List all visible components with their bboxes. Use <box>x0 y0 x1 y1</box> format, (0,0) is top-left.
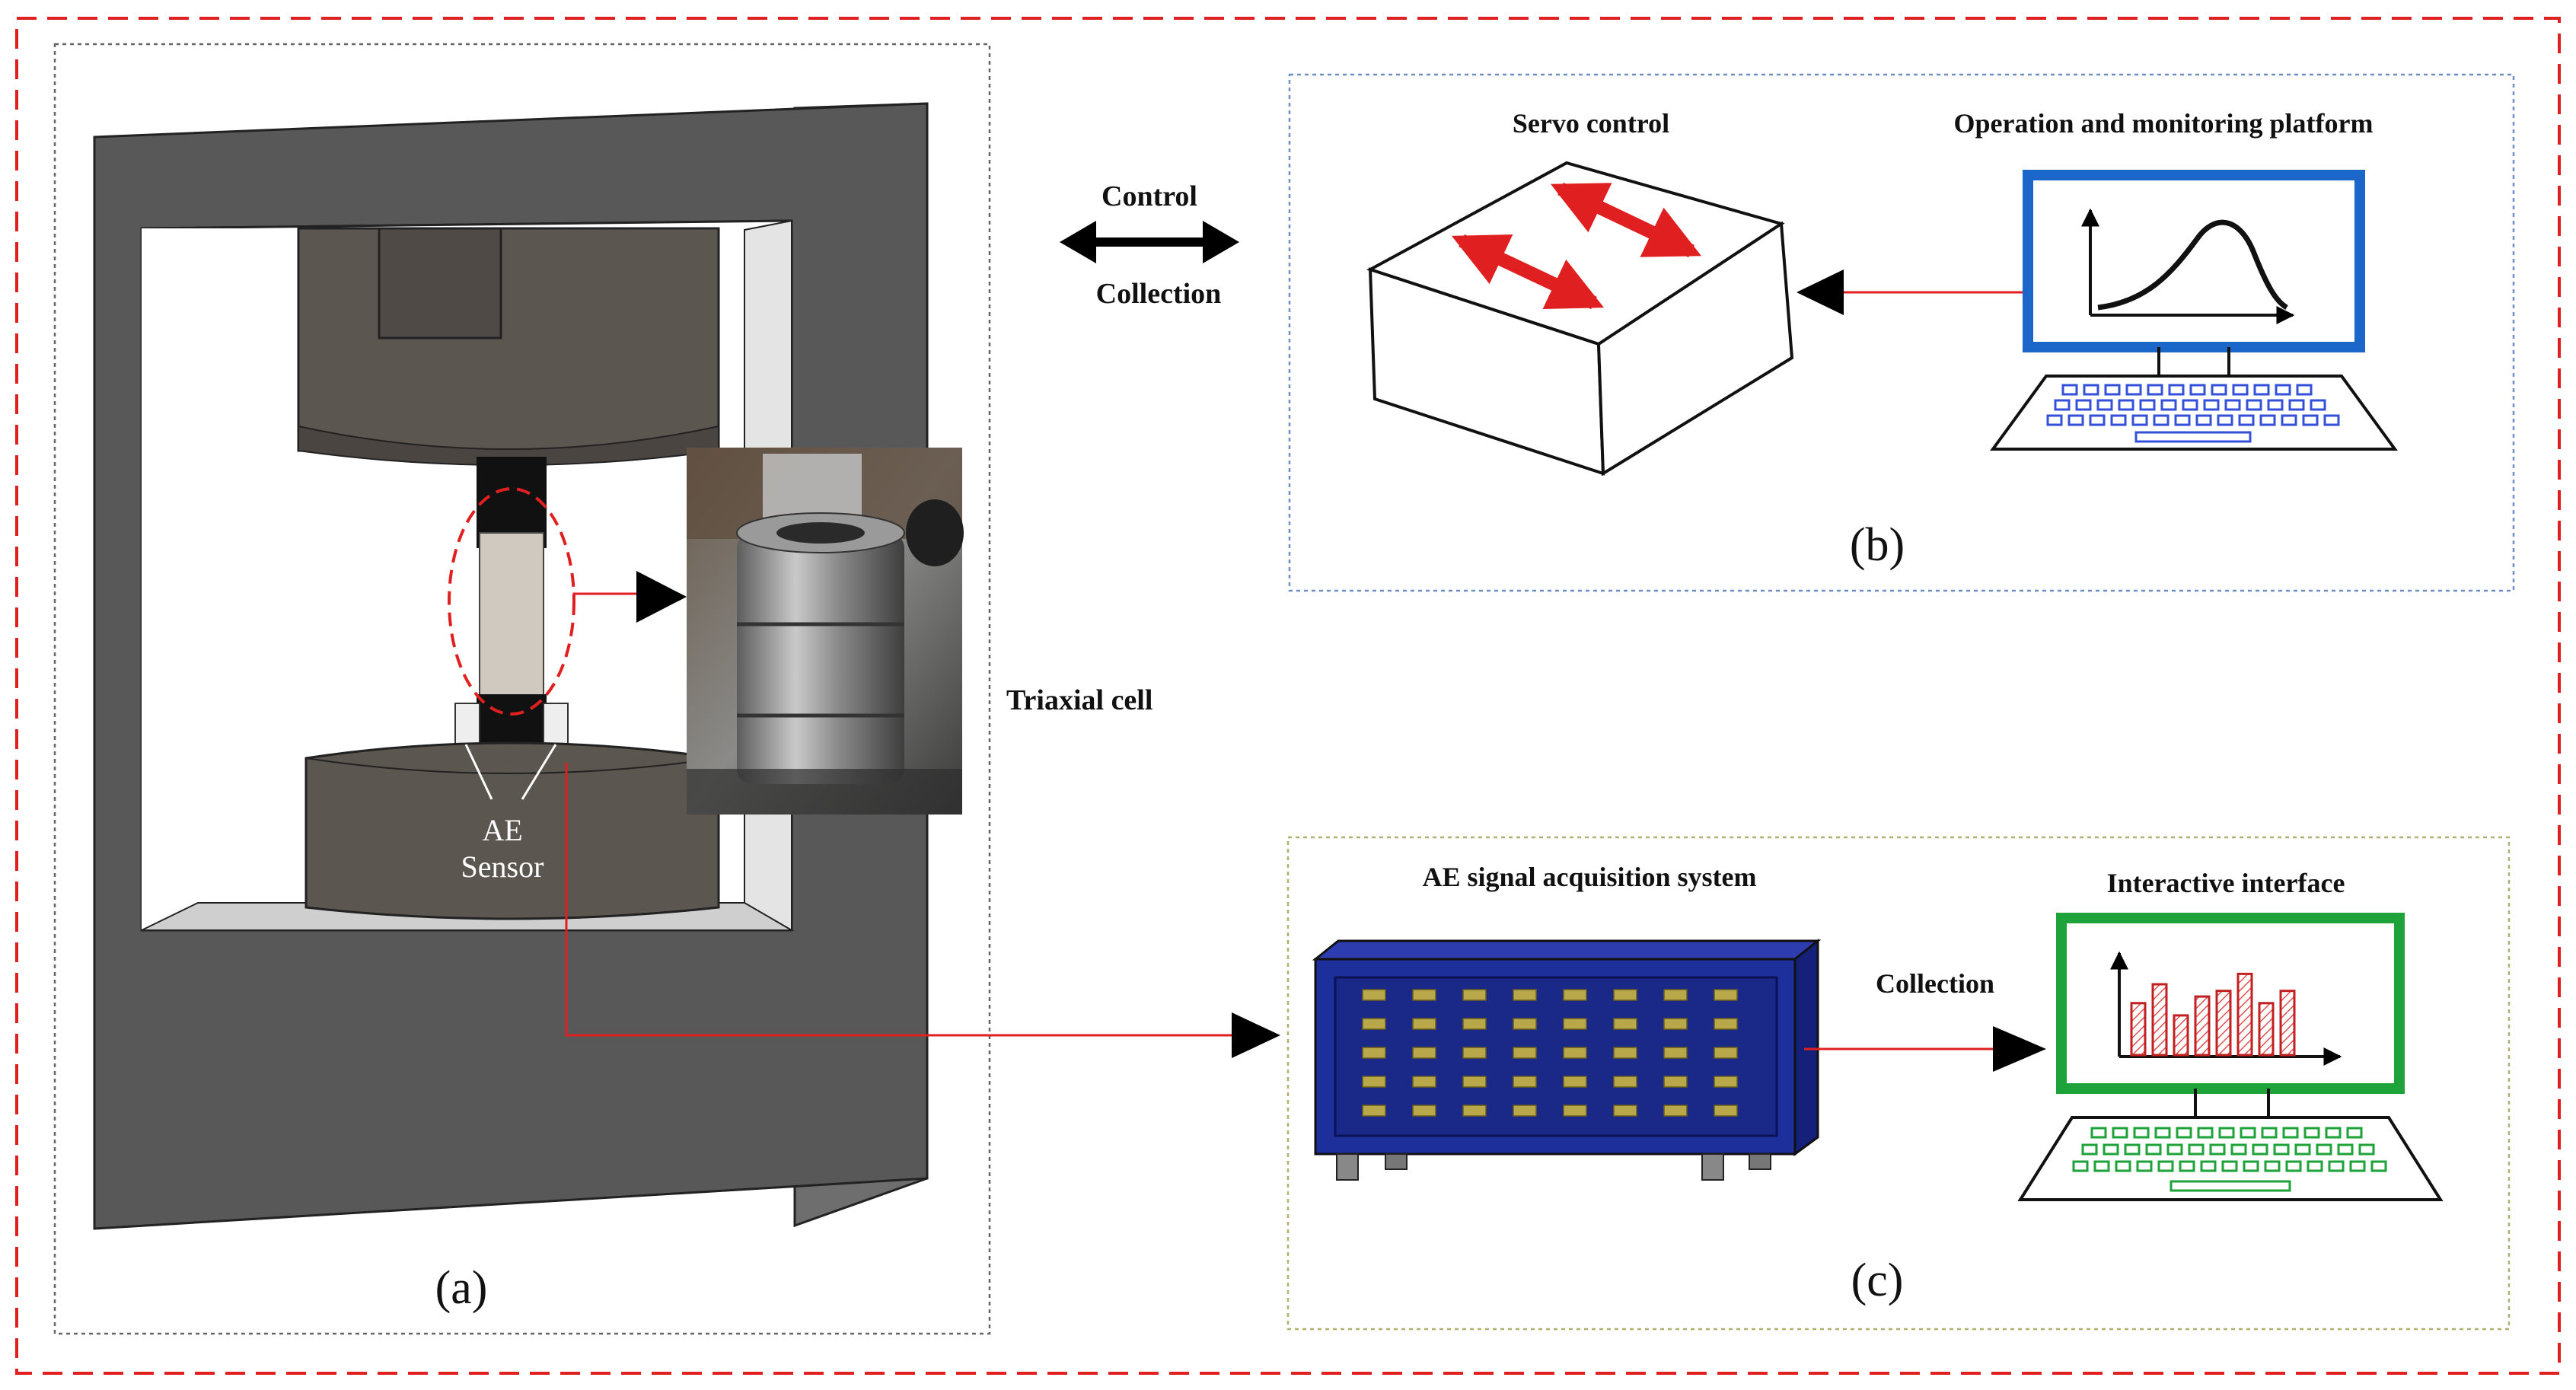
led-indicator <box>1462 1018 1487 1030</box>
panel-c: AE signal acquisition system Interactive… <box>1286 836 2511 1331</box>
led-indicator <box>1714 1018 1738 1030</box>
collection-label-c: Collection <box>1876 968 1994 999</box>
panel-a: AE Sensor Triaxial cell (a) <box>53 43 1153 1335</box>
panel-b: Servo control Operation and monitoring p… <box>1288 73 2515 592</box>
ae-sensor-right <box>543 703 569 745</box>
servo-control-label: Servo control <box>1513 108 1669 139</box>
led-indicator <box>1462 989 1487 1001</box>
led-indicator <box>1513 1047 1537 1059</box>
led-indicator <box>1613 1076 1637 1088</box>
keyboard-blue <box>1990 375 2398 451</box>
monitor-bar <box>2151 983 2168 1057</box>
led-indicator <box>1563 1076 1587 1088</box>
led-indicator <box>1663 1105 1688 1117</box>
led-indicator <box>1513 1018 1537 1030</box>
collection-arrowhead-c <box>1993 1026 2046 1072</box>
ae-sensor-left <box>454 703 480 745</box>
led-indicator <box>1412 1047 1436 1059</box>
led-indicator <box>1613 1018 1637 1030</box>
upper-platen-block <box>378 227 502 340</box>
led-indicator <box>1663 989 1688 1001</box>
control-collection-link: Control Collection <box>1060 180 1239 310</box>
sensor-leader-right <box>521 744 557 800</box>
keyboard-green <box>2017 1116 2444 1201</box>
servo-control-box <box>1366 161 1794 477</box>
led-indicator <box>1462 1047 1487 1059</box>
monitor-bar <box>2173 1014 2189 1057</box>
monitor-blue <box>2023 170 2365 352</box>
ae-sensor-label-line2: Sensor <box>461 850 544 884</box>
rock-specimen <box>479 532 544 700</box>
acquisition-system-label: AE signal acquisition system <box>1422 862 1756 892</box>
command-arrowhead <box>1797 269 1844 315</box>
zoom-arrowhead <box>636 571 687 623</box>
led-indicator <box>1613 989 1637 1001</box>
panel-c-border <box>1286 836 2511 1331</box>
upper-platen <box>297 227 720 452</box>
monitor-bar <box>2279 990 2296 1057</box>
panel-a-caption: (a) <box>435 1262 488 1314</box>
led-indicator <box>1663 1018 1688 1030</box>
led-indicator <box>1714 1105 1738 1117</box>
led-indicator <box>1362 1018 1386 1030</box>
led-indicator <box>1412 1105 1436 1117</box>
led-indicator <box>1362 989 1386 1001</box>
interactive-computer <box>2017 913 2444 1201</box>
led-indicator <box>1513 1105 1537 1117</box>
panel-a-border <box>53 43 991 1335</box>
sensor-leader-left <box>464 744 493 800</box>
led-indicator <box>1362 1047 1386 1059</box>
ae-acquisition-device <box>1312 938 1822 1181</box>
led-indicator <box>1714 1076 1738 1088</box>
led-indicator <box>1613 1105 1637 1117</box>
led-indicator <box>1513 989 1537 1001</box>
collection-label-top: Collection <box>1096 278 1222 310</box>
panel-b-border <box>1288 73 2515 592</box>
led-indicator <box>1362 1105 1386 1117</box>
led-indicator <box>1613 1047 1637 1059</box>
led-indicator <box>1362 1076 1386 1088</box>
servo-arrow-2 <box>1551 182 1701 258</box>
specimen-photo <box>687 448 964 815</box>
led-indicator <box>1513 1076 1537 1088</box>
ae-sensor-label-line1: AE <box>482 813 522 847</box>
signal-arrowhead-acquisition <box>1232 1012 1280 1058</box>
lower-platen <box>304 741 720 920</box>
led-indicator <box>1663 1076 1688 1088</box>
bell-curve <box>2097 219 2288 311</box>
press-inner-left <box>142 228 288 930</box>
monitor-bar <box>2130 1002 2147 1057</box>
led-indicator <box>1714 1047 1738 1059</box>
led-indicator <box>1462 1105 1487 1117</box>
monitor-bar <box>2236 972 2253 1057</box>
led-indicator <box>1563 1105 1587 1117</box>
monitor-bar <box>2215 990 2232 1057</box>
control-label: Control <box>1101 180 1197 212</box>
interactive-interface-label: Interactive interface <box>2107 868 2345 898</box>
signal-line-to-acquisition <box>565 763 1232 1037</box>
zoom-connector <box>572 592 647 601</box>
led-indicator <box>1714 989 1738 1001</box>
led-indicator <box>1563 989 1587 1001</box>
led-indicator <box>1663 1047 1688 1059</box>
triaxial-cell-label: Triaxial cell <box>1006 684 1153 716</box>
monitor-bar <box>2194 995 2211 1057</box>
servo-arrow-1 <box>1451 234 1605 310</box>
monitoring-platform-label: Operation and monitoring platform <box>1953 108 2373 139</box>
panel-b-caption: (b) <box>1850 519 1905 571</box>
led-indicator <box>1412 989 1436 1001</box>
led-indicator <box>1412 1076 1436 1088</box>
monitor-bar <box>2258 1002 2275 1057</box>
led-indicator <box>1462 1076 1487 1088</box>
led-indicator <box>1412 1018 1436 1030</box>
led-indicator <box>1563 1047 1587 1059</box>
panel-c-caption: (c) <box>1851 1255 1904 1306</box>
led-indicator <box>1563 1018 1587 1030</box>
monitoring-computer <box>1990 170 2398 451</box>
